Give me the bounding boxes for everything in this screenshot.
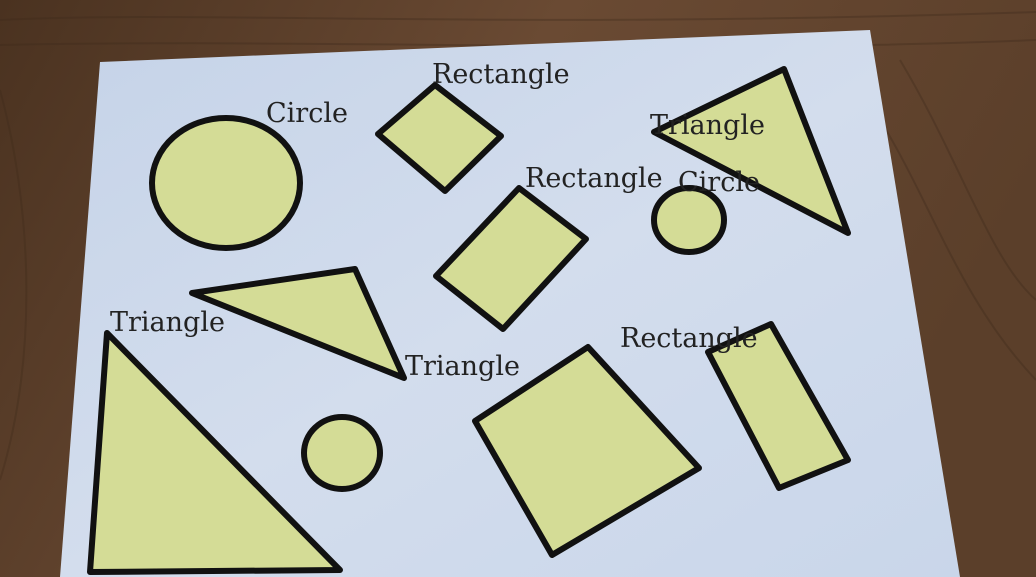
label-circle-mid-right: Circle <box>678 167 760 198</box>
label-triangle-left: Triangle <box>110 307 225 338</box>
rectangle-bottom-right <box>705 321 851 491</box>
label-rectangle-bottom-right: Rectangle <box>620 323 758 354</box>
rectangle-top <box>375 82 504 194</box>
label-triangle-top-right: Triangle <box>650 110 765 141</box>
triangle-top-right <box>651 66 851 236</box>
label-rectangle-top: Rectangle <box>432 59 570 90</box>
label-rectangle-mid: Rectangle <box>525 163 663 194</box>
circle-bottom <box>301 414 383 492</box>
triangle-mid-left <box>189 266 407 381</box>
rectangle-mid <box>433 185 589 332</box>
label-circle-top-left: Circle <box>266 98 348 129</box>
rectangle-bottom <box>472 344 702 558</box>
circle-mid-right <box>651 185 727 255</box>
label-triangle-mid: Triangle <box>405 351 520 382</box>
triangle-bottom-left <box>87 330 343 575</box>
circle-top-left <box>149 115 303 251</box>
